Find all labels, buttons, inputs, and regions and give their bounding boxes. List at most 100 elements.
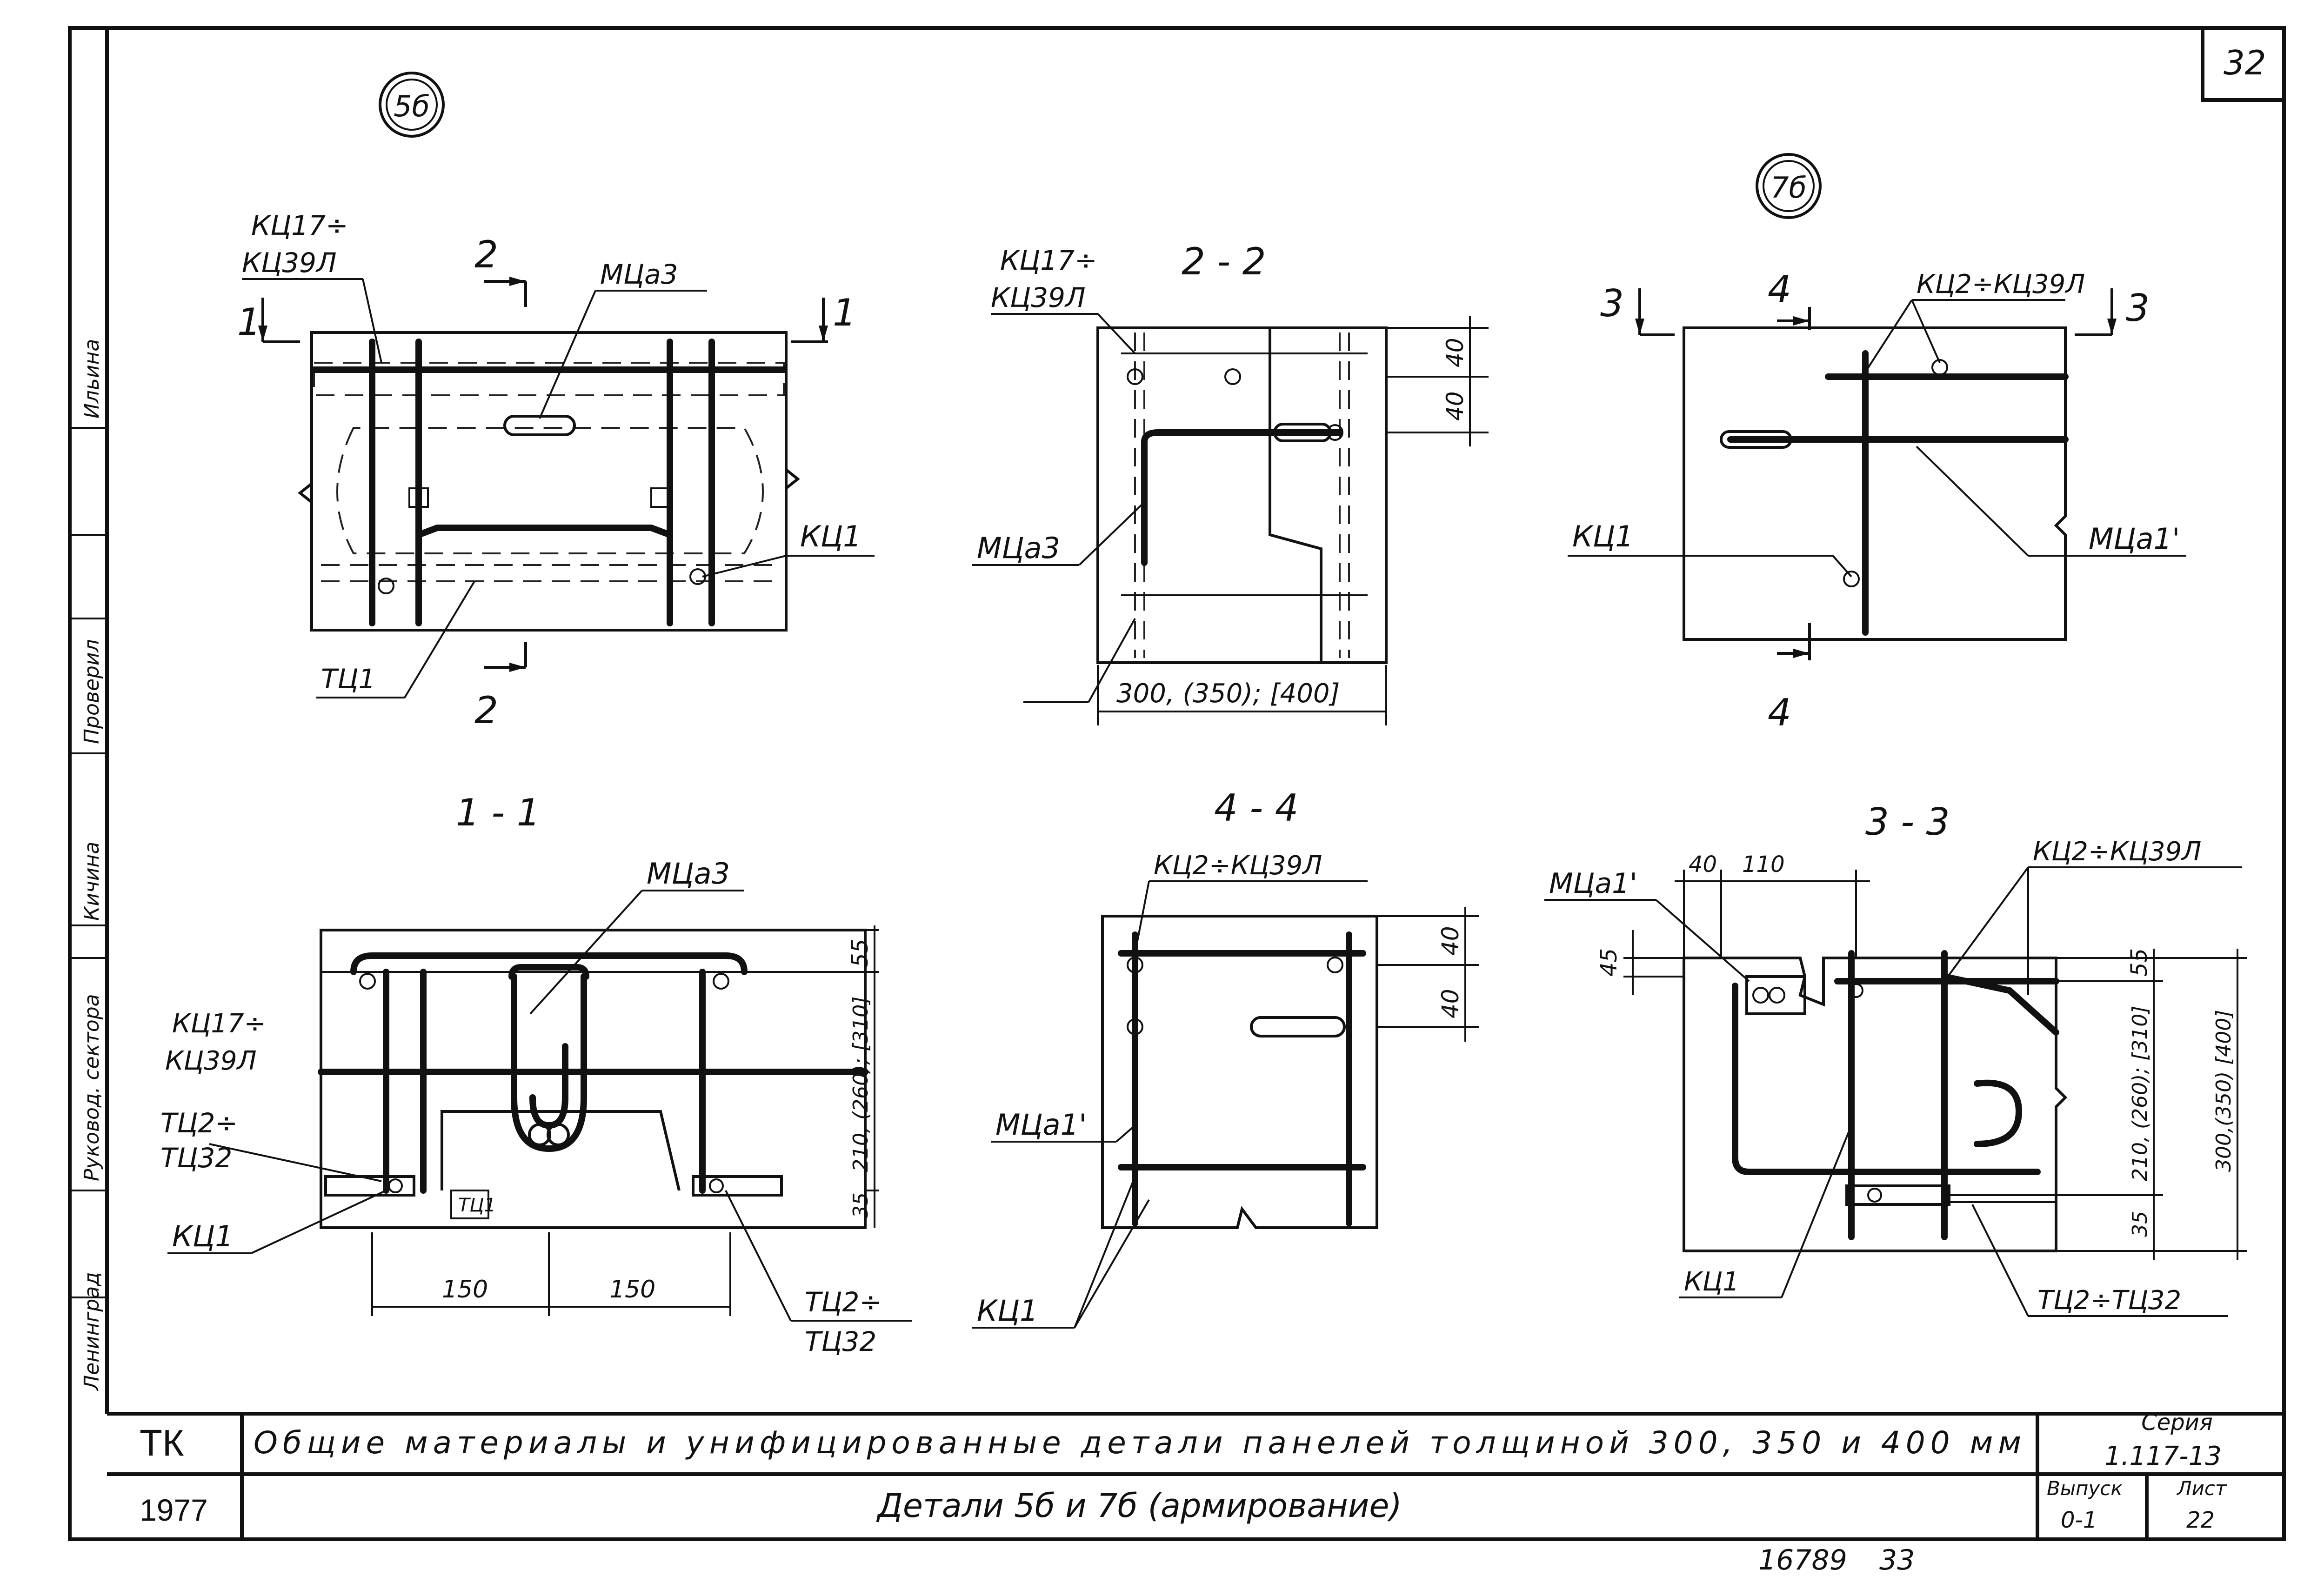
cut-label-3-left: 3 <box>1600 282 1624 325</box>
cut-mark-1-left <box>258 298 300 343</box>
cut-mark-3-right <box>2075 288 2117 336</box>
archive-suffix: 33 <box>1879 1544 1915 1576</box>
detail-5b-label: 5б <box>394 89 430 123</box>
cut-mark-2-top <box>484 277 527 307</box>
label-kc1-s11: КЦ1 <box>172 1219 234 1253</box>
dim-width-s22: 300, (350); [400] <box>1116 678 1340 709</box>
detail-7b-marker <box>1756 153 1822 219</box>
stamp-role-head: Руковод. сектора <box>80 994 104 1181</box>
cut-label-2-bottom: 2 <box>474 689 498 732</box>
label-kc2-kc39l-s33: КЦ2÷КЦ39Л <box>2033 837 2201 867</box>
label-tc2-s11-right: ТЦ2÷ <box>805 1286 882 1318</box>
dim-40a-s44: 40 <box>1437 926 1464 956</box>
label-mca1p-plan7b: МЦа1' <box>2089 522 2180 556</box>
cut-label-2-top: 2 <box>474 233 498 276</box>
label-tc1-plan5b: ТЦ1 <box>321 663 375 695</box>
label-kc1-plan5b: КЦ1 <box>800 519 861 553</box>
label-mca3-s22: МЦа3 <box>977 531 1060 565</box>
stamp-role-checked: Проверил <box>80 639 104 744</box>
label-tc32-s11-right: ТЦ32 <box>805 1326 876 1357</box>
detail-5b-marker <box>379 72 445 138</box>
title-main: Общие материалы и унифицированные детали… <box>254 1425 2021 1461</box>
section-2-2-title: 2 - 2 <box>1182 240 1266 283</box>
dim-height-s33a: 210, (260); [310] <box>2128 1006 2152 1181</box>
label-mca3-s11: МЦа3 <box>647 857 730 891</box>
label-kc17-s22: КЦ17÷ <box>1000 245 1097 276</box>
label-kc39l-s22: КЦ39Л <box>991 282 1086 313</box>
dim-150b-s11: 150 <box>609 1276 655 1303</box>
issue-value: 0-1 <box>2061 1507 2097 1533</box>
sheet-label: Лист <box>2176 1477 2227 1500</box>
sheet-value: 22 <box>2186 1507 2215 1533</box>
dim-height-s11: 210, (260); [310] <box>849 997 873 1172</box>
stamp-name-executor: Ильина <box>80 339 104 419</box>
cut-mark-3-left <box>1635 288 1675 336</box>
dim-55-s11: 55 <box>847 939 873 967</box>
cut-label-4-bottom: 4 <box>1768 691 1791 734</box>
title-sub: Детали 5б и 7б (армирование) <box>876 1487 1402 1525</box>
label-kc39l-plan5b: КЦ39Л <box>242 247 337 279</box>
label-tc32-s11-left: ТЦ32 <box>160 1142 232 1174</box>
section-4-4-title: 4 - 4 <box>1214 786 1299 830</box>
dim-55-s33: 55 <box>2126 948 2152 977</box>
label-kc17-plan5b: КЦ17÷ <box>251 210 348 241</box>
label-kc1-plan7b: КЦ1 <box>1572 519 1634 553</box>
title-block <box>107 1412 2284 1539</box>
side-stamp <box>70 427 107 1298</box>
label-tc2-tc32-s33: ТЦ2÷ТЦ32 <box>2037 1285 2181 1316</box>
archive-number: 16789 <box>1758 1544 1847 1576</box>
series-value: 1.117-13 <box>2104 1441 2222 1471</box>
cut-mark-2-bottom <box>484 642 527 672</box>
dim-lines-s22 <box>1097 316 1489 725</box>
plan-5b <box>298 331 800 632</box>
title-year: 1977 <box>140 1493 208 1527</box>
dim-35-s11: 35 <box>849 1192 873 1218</box>
dim-35-s33: 35 <box>2128 1211 2152 1237</box>
series-label: Серия <box>2141 1410 2213 1436</box>
label-mca1p-s44: МЦа1' <box>995 1108 1087 1142</box>
label-kc1-s33: КЦ1 <box>1684 1267 1739 1297</box>
dim-45-s33: 45 <box>1596 948 1622 977</box>
dim-lines-s33 <box>2056 949 2247 1260</box>
cut-mark-1-right <box>791 298 828 343</box>
dim-40b-s44: 40 <box>1437 989 1464 1018</box>
dim-110-s33: 110 <box>1742 851 1785 878</box>
dim-lines-s11 <box>371 925 879 1316</box>
cut-mark-4-top <box>1777 307 1811 330</box>
label-tc1-s11: ТЦ1 <box>458 1195 496 1216</box>
cut-label-4-top: 4 <box>1768 268 1791 311</box>
label-mca3-plan5b: МЦа3 <box>600 259 678 290</box>
label-kc39l-s11: КЦ39Л <box>165 1046 257 1076</box>
title-org: ТК <box>140 1422 184 1463</box>
dim-40-s33: 40 <box>1689 851 1717 878</box>
section-2-2 <box>1096 326 1388 664</box>
dim-40a-s22: 40 <box>1442 338 1469 367</box>
stamp-city: Ленинград <box>80 1272 104 1391</box>
dim-lines-s44 <box>1377 907 1479 1042</box>
cut-mark-4-bottom <box>1777 623 1811 660</box>
section-3-3 <box>1683 950 2068 1252</box>
cut-label-3-right: 3 <box>2126 286 2150 330</box>
detail-7b-label: 7б <box>1770 171 1807 205</box>
section-1-1-title: 1 - 1 <box>456 791 541 834</box>
label-kc2-kc39l-s44: КЦ2÷КЦ39Л <box>1154 851 1322 881</box>
cut-label-1-right: 1 <box>833 291 856 334</box>
label-kc2-kc39l-plan7b: КЦ2÷КЦ39Л <box>1917 269 2085 299</box>
label-tc2-s11-left: ТЦ2÷ <box>160 1107 238 1139</box>
issue-label: Выпуск <box>2047 1477 2123 1500</box>
section-3-3-title: 3 - 3 <box>1865 800 1950 844</box>
label-kc1-s44: КЦ1 <box>977 1294 1038 1328</box>
label-mca1p-s33: МЦа1' <box>1549 867 1637 900</box>
dim-40b-s22: 40 <box>1442 391 1469 421</box>
sheet-number: 32 <box>2224 43 2266 82</box>
plan-7b <box>1683 326 2069 641</box>
section-1-1 <box>318 929 868 1229</box>
stamp-name-checked: Кичина <box>80 842 104 921</box>
dim-height-s33b: 300,(350) [400] <box>2212 1010 2236 1172</box>
drawing-frame <box>68 26 2286 1541</box>
section-4-4 <box>1101 915 1378 1229</box>
dim-150a-s11: 150 <box>442 1276 488 1303</box>
cut-label-1-left: 1 <box>237 300 261 344</box>
label-kc17-s11: КЦ17÷ <box>172 1009 266 1039</box>
